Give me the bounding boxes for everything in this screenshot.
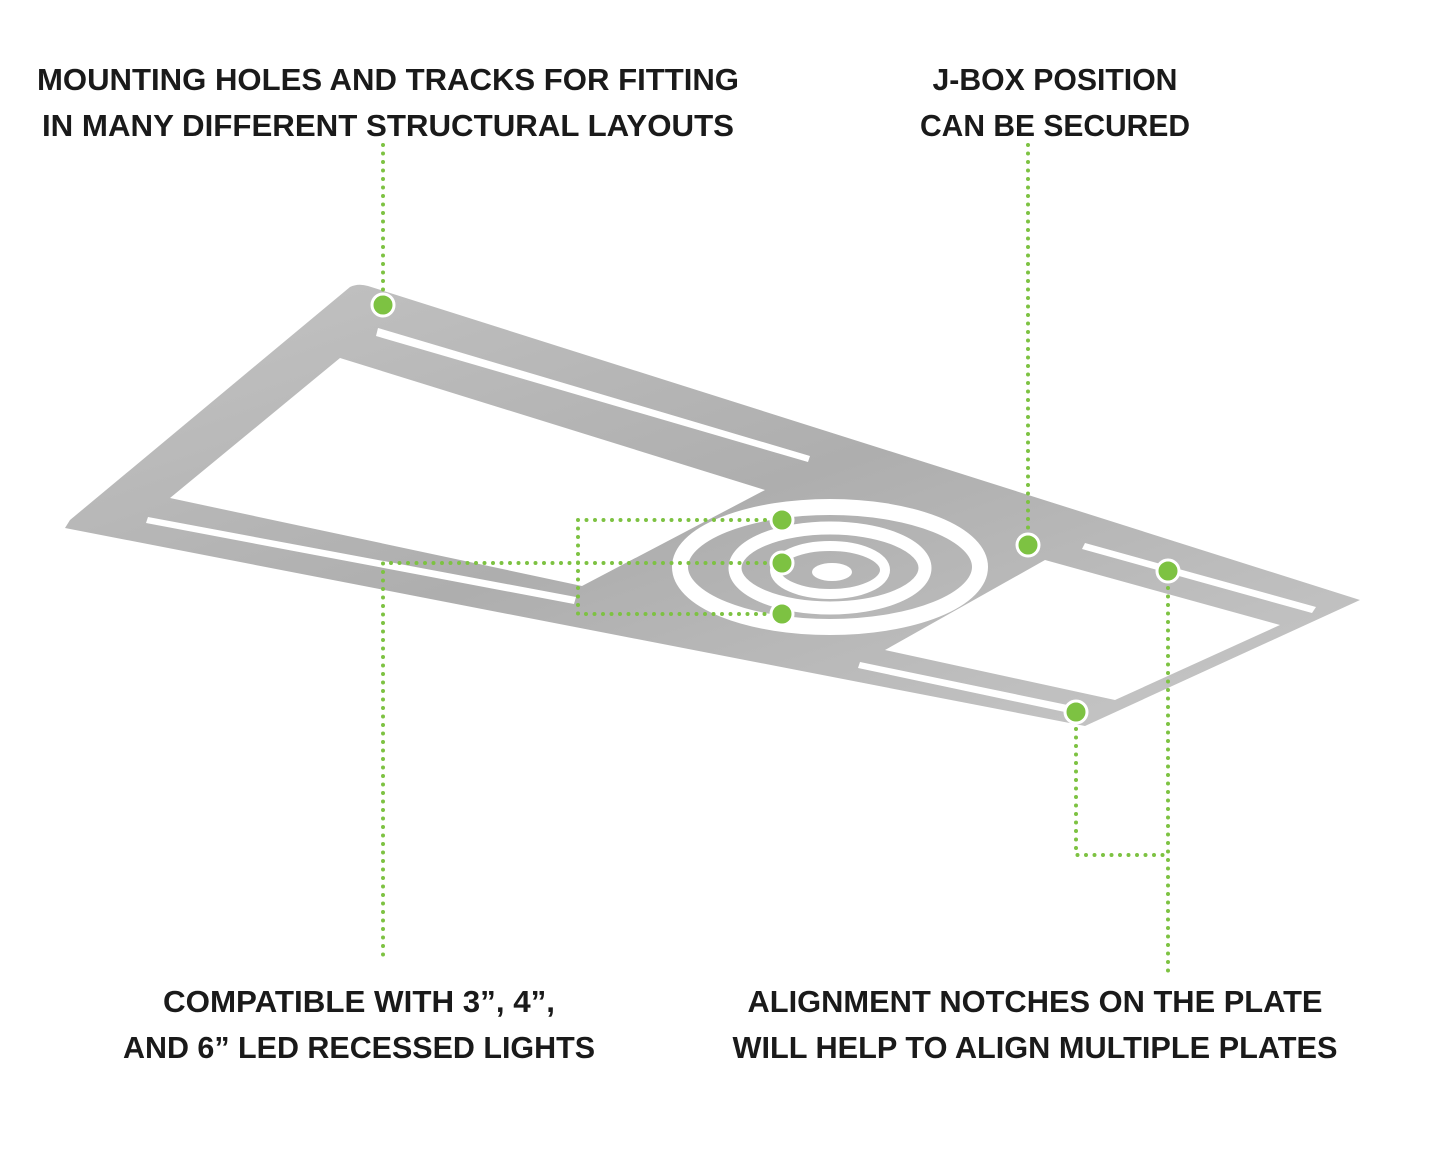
pin-notch-bottom (1063, 699, 1089, 725)
callout-jbox-line2: CAN BE SECURED (920, 108, 1190, 143)
pin-ring-3in (769, 601, 795, 627)
leader-lines (381, 143, 1170, 977)
callout-jbox: J-BOX POSITION CAN BE SECURED (920, 62, 1190, 143)
callout-pins (370, 292, 1181, 725)
callout-alignment-line2: WILL HELP TO ALIGN MULTIPLE PLATES (733, 1030, 1338, 1065)
callout-mounting-line1: MOUNTING HOLES AND TRACKS FOR FITTING (37, 62, 739, 97)
callout-compatible-line1: COMPATIBLE WITH 3”, 4”, (163, 984, 555, 1019)
pin-ring-6in (769, 507, 795, 533)
pin-mounting (370, 292, 396, 318)
callout-mounting: MOUNTING HOLES AND TRACKS FOR FITTING IN… (37, 62, 739, 143)
callout-alignment-line1: ALIGNMENT NOTCHES ON THE PLATE (748, 984, 1323, 1019)
callout-compatible-line2: AND 6” LED RECESSED LIGHTS (123, 1030, 595, 1065)
callout-compatible: COMPATIBLE WITH 3”, 4”, AND 6” LED RECES… (123, 984, 595, 1065)
pin-notch-top (1155, 558, 1181, 584)
knockout-rings (672, 499, 988, 635)
callout-jbox-line1: J-BOX POSITION (933, 62, 1178, 97)
mounting-plate (65, 284, 1360, 726)
mounting-slots (146, 328, 1316, 715)
pin-jbox (1015, 532, 1041, 558)
callout-mounting-line2: IN MANY DIFFERENT STRUCTURAL LAYOUTS (42, 108, 734, 143)
callout-alignment: ALIGNMENT NOTCHES ON THE PLATE WILL HELP… (733, 984, 1338, 1065)
pin-ring-4in (769, 550, 795, 576)
